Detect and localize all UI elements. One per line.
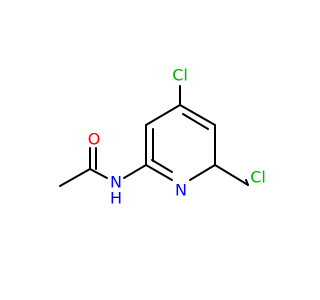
- bonds: [59, 85, 249, 187]
- atom-oxygen: O: [88, 130, 101, 149]
- bond-carbonyl-amide-n: [89, 168, 108, 179]
- bond-methyl-carbonyl: [59, 168, 91, 187]
- bond-amide-n-ring: [123, 164, 147, 179]
- atom-ring-chlorine: Cl: [172, 66, 188, 85]
- bond-ring-c4-c5: [179, 104, 216, 126]
- atom-ring-nitrogen: N: [175, 181, 187, 200]
- atom-amide-nitrogen: N: [110, 173, 122, 192]
- atom-labels: O N H N Cl Cl: [88, 66, 266, 208]
- bond-ring-c6-n: [189, 164, 216, 181]
- bond-ring-c2-n-inner: [151, 159, 173, 173]
- molecule-structure: O N H N Cl Cl: [59, 66, 266, 208]
- atom-amide-hydrogen: H: [110, 189, 122, 208]
- bond-ring-c3-c4: [145, 104, 181, 126]
- bond-ch2-cl-stub: [245, 179, 249, 186]
- molecule-canvas: O N H N Cl Cl: [59, 66, 266, 208]
- bond-ring-c4-c5-inner: [182, 113, 209, 130]
- atom-chain-chlorine: Cl: [250, 168, 266, 187]
- bond-ring-c2-n: [145, 164, 173, 181]
- bond-ring-c6-ch2: [214, 164, 249, 186]
